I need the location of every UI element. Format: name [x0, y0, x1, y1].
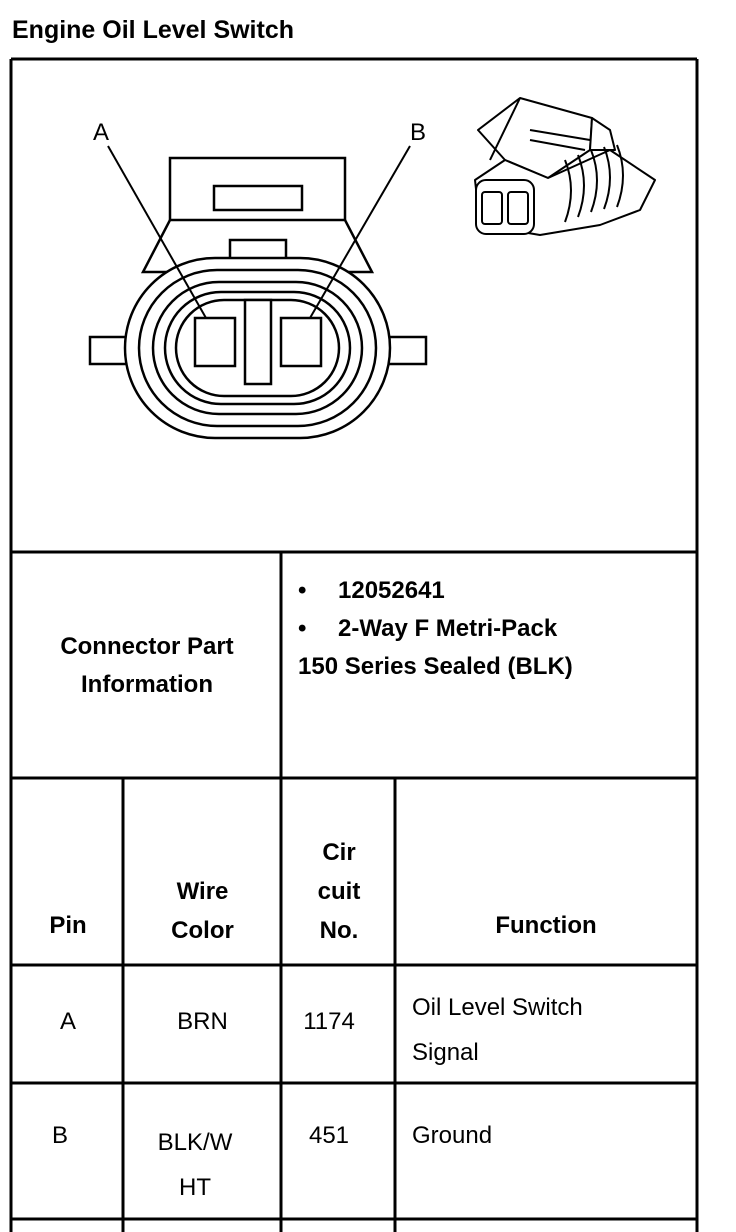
- page-title: Engine Oil Level Switch: [12, 16, 295, 44]
- table-row-a-pin: A: [59, 1008, 76, 1035]
- bullet-icon: •: [298, 577, 307, 604]
- connector-info-details: • 12052641 • 2-Way F Metri-Pack 150 Seri…: [298, 572, 693, 686]
- connector-info-label-line2: Information: [81, 671, 213, 698]
- connector-info-label: Connector Part Information: [14, 555, 280, 777]
- pin-a-label: A: [93, 119, 109, 146]
- connector-isometric-view: [474, 97, 656, 236]
- connector-front-view: [88, 156, 428, 440]
- table-row-b-pin: B: [51, 1122, 68, 1149]
- header-circuit-number: Cir cuit No.: [317, 839, 361, 944]
- table-row-b-function: Ground: [412, 1122, 493, 1149]
- pin-b-label: B: [410, 119, 426, 146]
- connector-info-label-line1: Connector Part: [60, 633, 234, 660]
- table-row-a-function: Oil Level Switch Signal: [412, 994, 583, 1066]
- table-grid: [9, 57, 699, 1232]
- bullet-icon: •: [298, 615, 307, 642]
- header-pin: Pin: [49, 912, 87, 939]
- table-row-a-circuit: 1174: [303, 1008, 355, 1035]
- header-function: Function: [495, 912, 597, 939]
- table-row-b-circuit: 451: [308, 1122, 350, 1149]
- part-number: 12052641: [338, 577, 445, 604]
- table-row-a-wire-color: BRN: [177, 1008, 228, 1035]
- pin-leader-lines: [107, 145, 411, 319]
- connector-description-line1: 2-Way F Metri-Pack: [338, 615, 558, 642]
- table-row-b-wire-color: BLK/W HT: [157, 1129, 233, 1201]
- connector-description-line2: 150 Series Sealed (BLK): [298, 653, 573, 680]
- header-wire-color: Wire Color: [171, 878, 234, 944]
